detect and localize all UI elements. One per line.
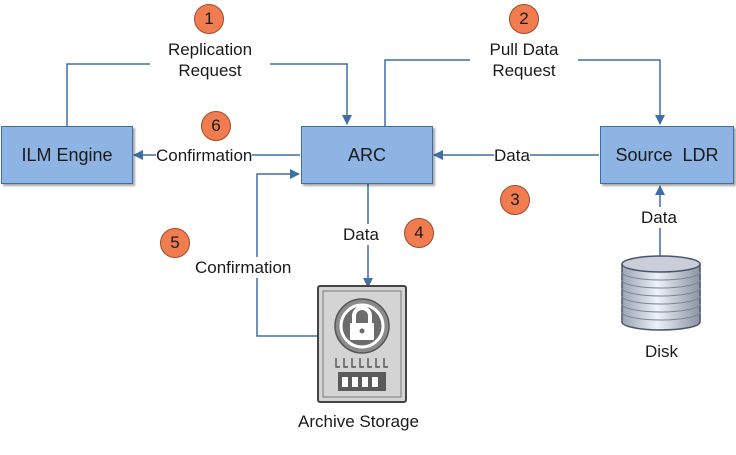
ilm-engine-label: ILM Engine xyxy=(21,144,113,165)
step-5-badge: 5 xyxy=(160,228,190,258)
step-4-badge: 4 xyxy=(404,218,434,248)
archive-storage-caption: Archive Storage xyxy=(298,412,419,431)
data-from-disk-label: Data xyxy=(641,207,677,228)
disk-caption: Disk xyxy=(645,342,679,361)
ilm-engine-node: ILM Engine xyxy=(1,126,133,184)
arc-node: ARC xyxy=(301,126,433,184)
step-6-badge: 6 xyxy=(201,111,231,141)
step-3-badge: 3 xyxy=(500,185,530,215)
pull-data-request-label: Pull Data Request xyxy=(470,39,578,81)
step-1-badge: 1 xyxy=(194,4,224,34)
source-ldr-node: Source LDR xyxy=(600,126,734,184)
disk-icon xyxy=(621,255,701,331)
step-2-badge: 2 xyxy=(509,4,539,34)
source-ldr-label: Source LDR xyxy=(615,144,719,165)
arc-label: ARC xyxy=(347,144,386,165)
confirmation-from-archive-connector xyxy=(256,169,318,337)
confirmation-from-archive-label: Confirmation xyxy=(195,257,292,278)
replication-request-line-1: Replication xyxy=(167,40,253,59)
data-to-archive-label: Data xyxy=(343,224,379,245)
confirmation-to-ilm-label: Confirmation xyxy=(156,145,253,166)
replication-request-label: Replication Request xyxy=(150,39,270,81)
data-to-arc-label: Data xyxy=(494,145,530,166)
archive-storage-icon xyxy=(317,285,407,403)
pull-data-request-line-2: Request xyxy=(492,61,556,80)
replication-request-line-2: Request xyxy=(178,61,242,80)
pull-data-request-line-1: Pull Data xyxy=(489,40,559,59)
